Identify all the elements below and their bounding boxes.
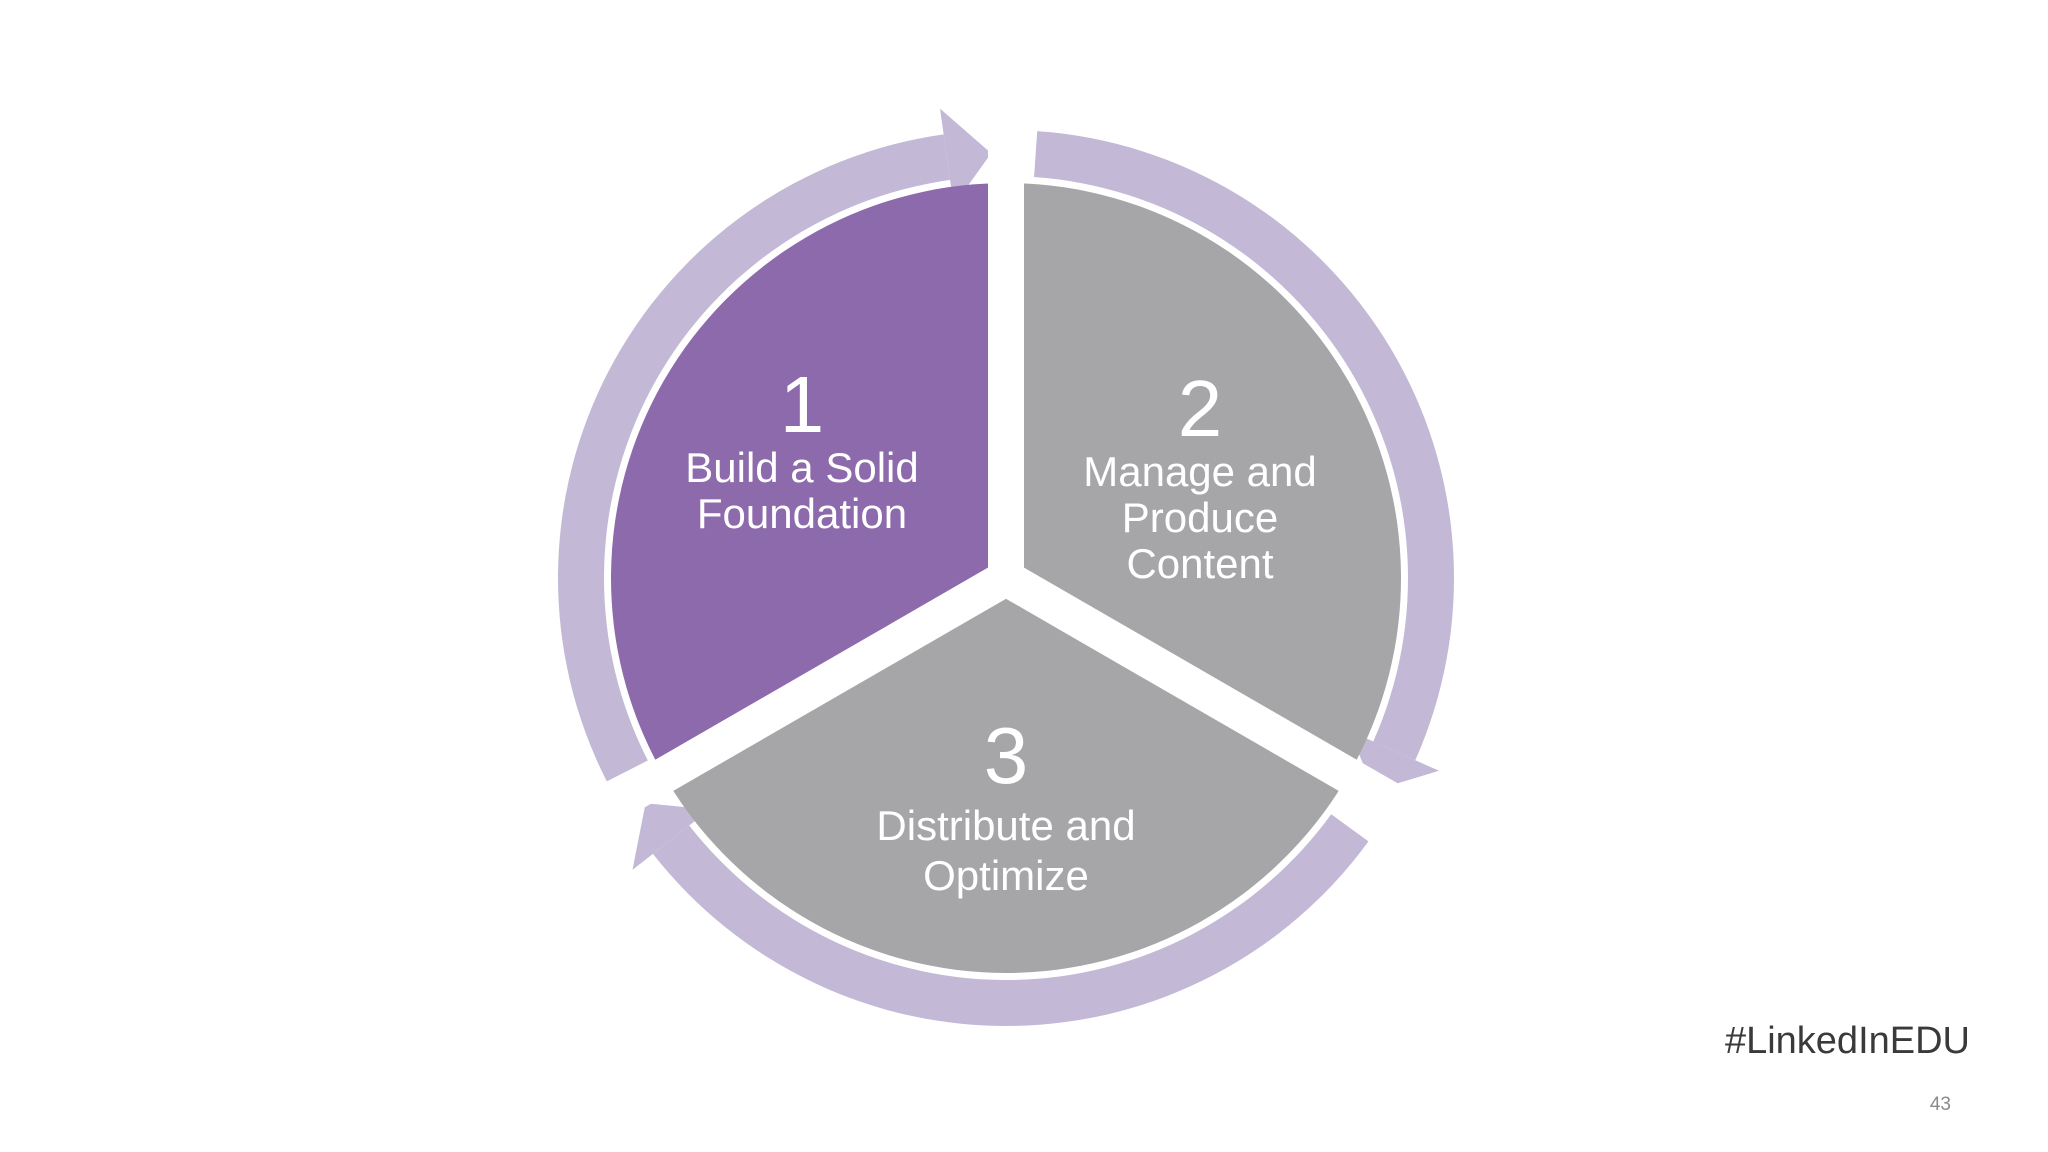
step-1-label-line-2: Foundation [697,490,907,537]
step-3-label-line-1: Distribute and [876,802,1135,849]
step-2-label-line-3: Content [1126,540,1273,587]
hashtag-footer: #LinkedInEDU [1724,1020,1970,1062]
ring-arc-3 [652,814,1369,1027]
ring-arc-2 [1034,131,1454,761]
step-2-label-line-1: Manage and [1083,448,1317,495]
step-2-label-line-2: Produce [1122,494,1278,541]
segment-divider-2 [997,562,1421,828]
ring-arrow-3-icon [632,803,710,870]
step-1-number: 1 [780,360,825,449]
step-3-segment [667,578,1345,973]
segment-text-layer: 1 Build a Solid Foundation 2 Manage and … [685,360,1317,899]
segment-layer [591,110,1421,973]
ring-arc-1 [558,134,951,782]
step-3-number: 3 [984,711,1029,800]
ring-arrow-1-icon [940,108,992,206]
cycle-ring [558,108,1454,1027]
page-number: 43 [1929,1094,1951,1115]
segment-divider-3 [591,562,1016,828]
step-3-label-line-2: Optimize [923,852,1089,899]
step-2-number: 2 [1178,364,1223,453]
step-1-label-line-1: Build a Solid [685,444,918,491]
